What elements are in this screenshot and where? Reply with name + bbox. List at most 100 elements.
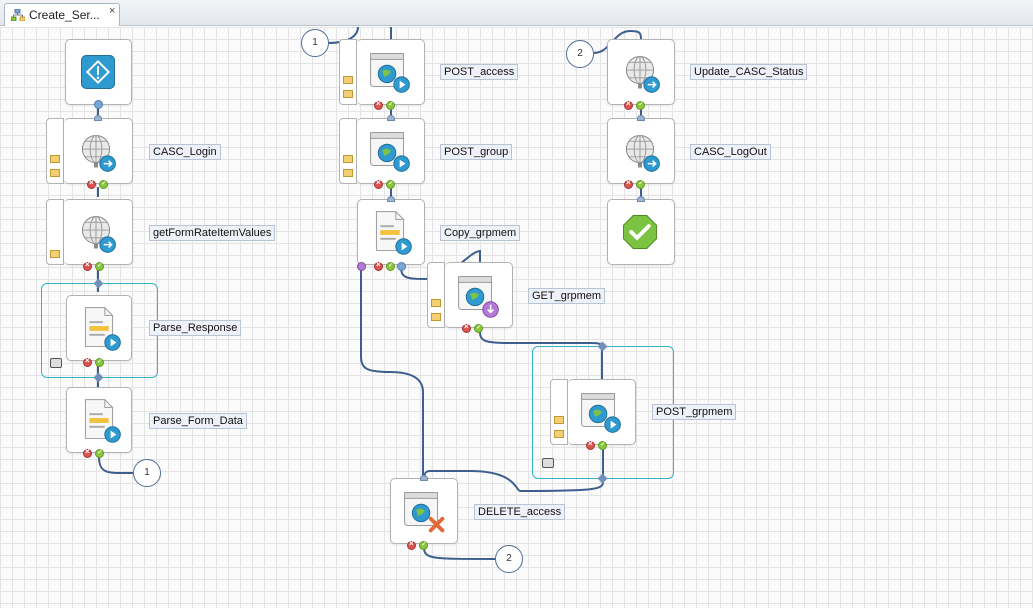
input-port[interactable] xyxy=(637,115,645,121)
connector-1-out[interactable]: 1 xyxy=(133,459,161,487)
workflow-canvas[interactable]: CASC_Login getFormRateItemValues Parse_R… xyxy=(0,27,1033,608)
connector-1-in[interactable]: 1 xyxy=(301,29,329,57)
loop-port[interactable] xyxy=(357,262,366,271)
error-port[interactable] xyxy=(83,447,92,458)
folder-icon xyxy=(431,299,441,307)
node-label[interactable]: CASC_LogOut xyxy=(690,144,771,160)
error-port[interactable] xyxy=(83,356,92,367)
get-grpmem-node[interactable] xyxy=(445,262,513,328)
node-label[interactable]: POST_group xyxy=(440,144,513,160)
error-port[interactable] xyxy=(586,439,595,450)
success-port[interactable] xyxy=(99,179,108,189)
update-casc-status-node[interactable] xyxy=(607,39,675,105)
error-port[interactable] xyxy=(374,260,383,271)
success-port[interactable] xyxy=(386,261,395,271)
node-label[interactable]: getFormRateItemValues xyxy=(149,225,276,241)
node-label[interactable]: DELETE_access xyxy=(474,504,566,520)
tab-label: Create_Ser... xyxy=(29,8,100,22)
post-access-node[interactable] xyxy=(357,39,425,105)
web-delete-icon xyxy=(404,492,445,533)
connector-2-in[interactable]: 2 xyxy=(566,40,594,68)
success-port[interactable] xyxy=(386,100,395,110)
error-port[interactable] xyxy=(83,260,92,271)
success-port[interactable] xyxy=(474,323,483,333)
folder-icon xyxy=(343,76,353,84)
node-label[interactable]: POST_grpmem xyxy=(652,404,737,420)
output-port[interactable] xyxy=(94,100,103,109)
web-service-icon xyxy=(625,56,660,93)
folder-icon xyxy=(50,169,60,177)
web-service-icon xyxy=(625,135,660,172)
node-label[interactable]: Update_CASC_Status xyxy=(690,64,808,80)
success-port[interactable] xyxy=(95,448,104,458)
input-port[interactable] xyxy=(94,115,102,121)
copy-grpmem-node[interactable] xyxy=(357,199,425,265)
parse-document-icon xyxy=(84,307,121,351)
post-group-node[interactable] xyxy=(357,118,425,184)
delete-access-node[interactable] xyxy=(390,478,458,544)
folder-icon xyxy=(431,313,441,321)
input-panel xyxy=(339,39,357,105)
web-request-icon xyxy=(581,393,621,433)
error-port[interactable] xyxy=(374,178,383,189)
error-port[interactable] xyxy=(87,178,96,189)
tab-create-service[interactable]: Create_Ser... × xyxy=(4,3,120,26)
error-port[interactable] xyxy=(624,178,633,189)
error-port[interactable] xyxy=(624,99,633,110)
start-icon xyxy=(81,55,115,89)
get-form-rate-node[interactable] xyxy=(64,199,133,265)
input-port[interactable] xyxy=(387,196,395,202)
input-panel xyxy=(550,379,568,445)
group-icon xyxy=(542,458,554,468)
editor-tab-bar: Create_Ser... × xyxy=(0,0,1033,26)
folder-icon xyxy=(554,430,564,438)
web-service-icon xyxy=(81,216,116,253)
end-node[interactable] xyxy=(607,199,675,265)
input-panel xyxy=(46,199,64,265)
node-label[interactable]: Parse_Form_Data xyxy=(149,413,247,429)
error-port[interactable] xyxy=(407,539,416,550)
input-port[interactable] xyxy=(637,196,645,202)
error-port[interactable] xyxy=(462,322,471,333)
success-port[interactable] xyxy=(95,261,104,271)
node-label[interactable]: Copy_grpmem xyxy=(440,225,521,241)
folder-icon xyxy=(554,416,564,424)
success-end-icon xyxy=(623,215,657,249)
web-get-icon xyxy=(458,276,499,318)
parse-response-node[interactable] xyxy=(66,295,132,361)
success-port[interactable] xyxy=(636,179,645,189)
post-grpmem-node[interactable] xyxy=(568,379,636,445)
input-panel xyxy=(427,262,445,328)
connector-2-out[interactable]: 2 xyxy=(495,545,523,573)
folder-icon xyxy=(343,155,353,163)
web-request-icon xyxy=(370,53,410,93)
input-panel xyxy=(46,118,64,184)
success-port[interactable] xyxy=(636,100,645,110)
node-label[interactable]: CASC_Login xyxy=(149,144,221,160)
copy-document-icon xyxy=(375,211,412,255)
folder-icon xyxy=(343,169,353,177)
node-label[interactable]: Parse_Response xyxy=(149,320,242,336)
start-node[interactable] xyxy=(65,39,132,105)
web-request-icon xyxy=(370,132,410,172)
group-icon xyxy=(50,358,62,368)
close-icon[interactable]: × xyxy=(109,5,116,17)
success-port[interactable] xyxy=(386,179,395,189)
node-label[interactable]: POST_access xyxy=(440,64,519,80)
casc-logout-node[interactable] xyxy=(607,118,675,184)
web-service-icon xyxy=(81,135,116,172)
success-port[interactable] xyxy=(95,357,104,367)
input-port[interactable] xyxy=(387,115,395,121)
folder-icon xyxy=(50,250,60,258)
success-port[interactable] xyxy=(419,540,428,550)
folder-icon xyxy=(343,90,353,98)
casc-login-node[interactable] xyxy=(64,118,133,184)
input-panel xyxy=(339,118,357,184)
folder-icon xyxy=(50,155,60,163)
parse-form-data-node[interactable] xyxy=(66,387,132,453)
node-label[interactable]: GET_grpmem xyxy=(528,288,606,304)
input-port[interactable] xyxy=(420,475,428,481)
output-port[interactable] xyxy=(397,262,406,271)
success-port[interactable] xyxy=(598,440,607,450)
error-port[interactable] xyxy=(374,99,383,110)
